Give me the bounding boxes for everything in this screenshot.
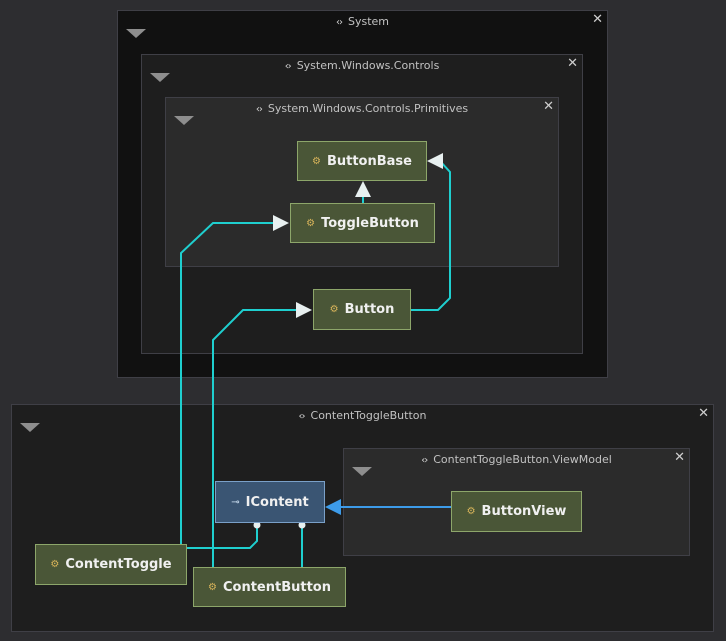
node-contenttoggle-label: ContentToggle [65, 557, 172, 572]
group-windows-controls-header: ‹› System.Windows.Controls [142, 59, 582, 72]
group-viewmodel-header: ‹› ContentToggleButton.ViewModel [344, 453, 689, 466]
namespace-icon: ‹› [335, 17, 343, 28]
close-icon[interactable]: ✕ [698, 406, 709, 421]
edge-contentbutton-button [212, 302, 312, 567]
node-contentbutton[interactable]: ⚙ ContentButton [193, 567, 346, 607]
group-content-toggle-button-header: ‹› ContentToggleButton [12, 409, 713, 422]
node-contentbutton-label: ContentButton [222, 579, 331, 595]
collapse-triangle-icon[interactable] [150, 73, 170, 82]
interface-icon: ⊸ [231, 496, 240, 508]
namespace-icon: ‹› [284, 61, 292, 72]
edge-contenttoggle-icontent-lollipop [253, 521, 261, 529]
node-togglebutton-label: ToggleButton [321, 215, 419, 231]
group-system-title: System [347, 15, 390, 28]
collapse-triangle-icon[interactable] [174, 116, 194, 125]
node-button[interactable]: ⚙ Button [313, 289, 411, 330]
node-buttonbase-label: ButtonBase [326, 153, 412, 169]
edge-contenttoggle-togglebutton [180, 215, 289, 546]
close-icon[interactable]: ✕ [674, 450, 685, 465]
group-primitives-header: ‹› System.Windows.Controls.Primitives [166, 102, 558, 115]
node-contenttoggle[interactable]: ⚙ ContentToggle [35, 544, 187, 585]
collapse-triangle-icon[interactable] [352, 467, 372, 476]
edge-contentbutton-icontent-lollipop [298, 521, 306, 529]
class-icon: ⚙ [50, 559, 60, 570]
close-icon[interactable]: ✕ [592, 12, 603, 27]
edge-contenttoggle-icontent [187, 527, 258, 549]
node-icontent[interactable]: ⊸ IContent [215, 481, 325, 523]
node-icontent-label: IContent [245, 494, 309, 510]
edge-button-buttonbase [411, 153, 451, 311]
group-system-header: ‹› System [118, 15, 607, 28]
class-icon: ⚙ [329, 304, 339, 315]
close-icon[interactable]: ✕ [543, 99, 554, 114]
namespace-icon: ‹› [421, 455, 428, 466]
class-icon: ⚙ [466, 506, 476, 517]
group-primitives-title: System.Windows.Controls.Primitives [267, 102, 469, 115]
class-icon: ⚙ [208, 581, 217, 593]
group-content-toggle-button-title: ContentToggleButton [310, 409, 427, 422]
node-button-label: Button [344, 302, 395, 317]
node-buttonview-label: ButtonView [481, 504, 567, 519]
node-buttonview[interactable]: ⚙ ButtonView [451, 491, 582, 532]
group-windows-controls-title: System.Windows.Controls [296, 59, 440, 72]
collapse-triangle-icon[interactable] [20, 423, 40, 432]
namespace-icon: ‹› [298, 411, 306, 422]
class-icon: ⚙ [306, 217, 316, 229]
namespace-icon: ‹› [255, 104, 263, 115]
group-viewmodel-title: ContentToggleButton.ViewModel [433, 453, 612, 466]
collapse-triangle-icon[interactable] [126, 29, 146, 38]
node-togglebutton[interactable]: ⚙ ToggleButton [290, 203, 435, 243]
close-icon[interactable]: ✕ [567, 56, 578, 71]
node-buttonbase[interactable]: ⚙ ButtonBase [297, 141, 427, 181]
class-icon: ⚙ [312, 155, 321, 167]
